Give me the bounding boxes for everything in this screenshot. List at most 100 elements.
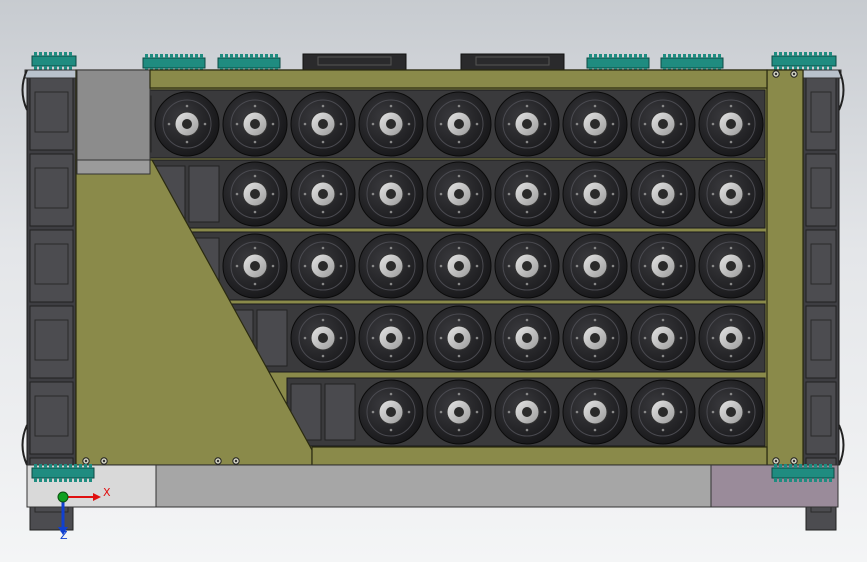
roller-pin (167, 122, 171, 126)
gear-tooth (814, 66, 817, 70)
roller-wheel (698, 379, 764, 445)
base-plate-center[interactable] (155, 464, 712, 508)
bracket-detail (317, 56, 392, 66)
chain-end-curve (838, 69, 845, 111)
roller-pin (439, 410, 443, 414)
roller-pin (679, 192, 683, 196)
roller-pin (303, 264, 307, 268)
roller-wheel (698, 91, 764, 157)
roller-pin (507, 410, 511, 414)
gear-tooth (794, 464, 797, 468)
gear-tooth (708, 54, 711, 58)
chain-slot (810, 243, 832, 285)
roller-wheel (426, 91, 492, 157)
gear-tooth (270, 54, 273, 58)
roller-ring (366, 99, 416, 149)
roller-pin (679, 122, 683, 126)
chain-segment (29, 77, 74, 151)
roller-axle (522, 407, 532, 417)
roller-pin (185, 104, 189, 108)
roller-pin (457, 282, 461, 286)
sprocket-gear (771, 467, 835, 479)
roller-pin (543, 410, 547, 414)
roller-axle (318, 119, 328, 129)
roller-pin (271, 192, 275, 196)
roller-axle (658, 333, 668, 343)
roller-pin (543, 122, 547, 126)
gear-tooth (713, 54, 716, 58)
roller-axle (658, 189, 668, 199)
right-frame-bar[interactable] (766, 69, 804, 466)
roller-axle (250, 119, 260, 129)
roller-pin (593, 104, 597, 108)
gear-tooth (74, 464, 77, 468)
gear-tooth (594, 54, 597, 58)
gear-tooth (44, 478, 47, 482)
gear-tooth (589, 54, 592, 58)
gear-tooth (39, 464, 42, 468)
roller-wheel (630, 91, 696, 157)
roller-pin (747, 410, 751, 414)
sprocket-gear (31, 467, 95, 479)
gear-tooth (703, 54, 706, 58)
roller-pin (507, 122, 511, 126)
roller-pin (303, 192, 307, 196)
gear-tooth (784, 478, 787, 482)
roller-pin (711, 122, 715, 126)
sprocket-gear (142, 57, 206, 69)
chain-slot (34, 243, 69, 285)
chain-link (324, 383, 356, 441)
roller-axle (386, 407, 396, 417)
gear-tooth (824, 66, 827, 70)
roller-wheel (630, 305, 696, 371)
bolt-center (792, 72, 796, 76)
roller-ring (570, 99, 620, 149)
roller-pin (575, 122, 579, 126)
roller-pin (457, 354, 461, 358)
roller-pin (643, 192, 647, 196)
gear-tooth (74, 478, 77, 482)
roller-wheel (562, 233, 628, 299)
left-chain-guide[interactable] (21, 69, 79, 531)
right-chain-guide[interactable] (800, 69, 845, 531)
roller-ring (366, 241, 416, 291)
gear-tooth (794, 66, 797, 70)
bolt-center (84, 459, 88, 463)
roller-pin (371, 122, 375, 126)
gear-tooth (789, 52, 792, 56)
gear-tooth (64, 478, 67, 482)
roller-pin (439, 122, 443, 126)
roller-pin (593, 174, 597, 178)
gear-tooth (829, 464, 832, 468)
top-frame-rail[interactable] (149, 69, 768, 89)
roller-pin (575, 264, 579, 268)
roller-ring (162, 99, 212, 149)
roller-pin (253, 174, 257, 178)
roller-pin (729, 210, 733, 214)
roller-pin (661, 174, 665, 178)
bottom-frame-rail[interactable] (311, 446, 768, 466)
gear-tooth (629, 54, 632, 58)
roller-wheel (698, 305, 764, 371)
roller-ring (638, 99, 688, 149)
corner-block[interactable] (76, 69, 151, 161)
roller-pin (339, 264, 343, 268)
roller-pin (339, 336, 343, 340)
roller-pin (611, 410, 615, 414)
bolt-center (774, 72, 778, 76)
gear-tooth (774, 52, 777, 56)
roller-axle (454, 407, 464, 417)
gear-tooth (819, 478, 822, 482)
roller-axle (726, 333, 736, 343)
gear-tooth (49, 52, 52, 56)
roller-pin (321, 104, 325, 108)
roller-axle (726, 119, 736, 129)
roller-wheel (698, 233, 764, 299)
chain-slot (810, 395, 832, 437)
gear-tooth (265, 54, 268, 58)
roller-wheel (494, 305, 560, 371)
chain-link (188, 165, 220, 223)
roller-wheel (222, 91, 288, 157)
